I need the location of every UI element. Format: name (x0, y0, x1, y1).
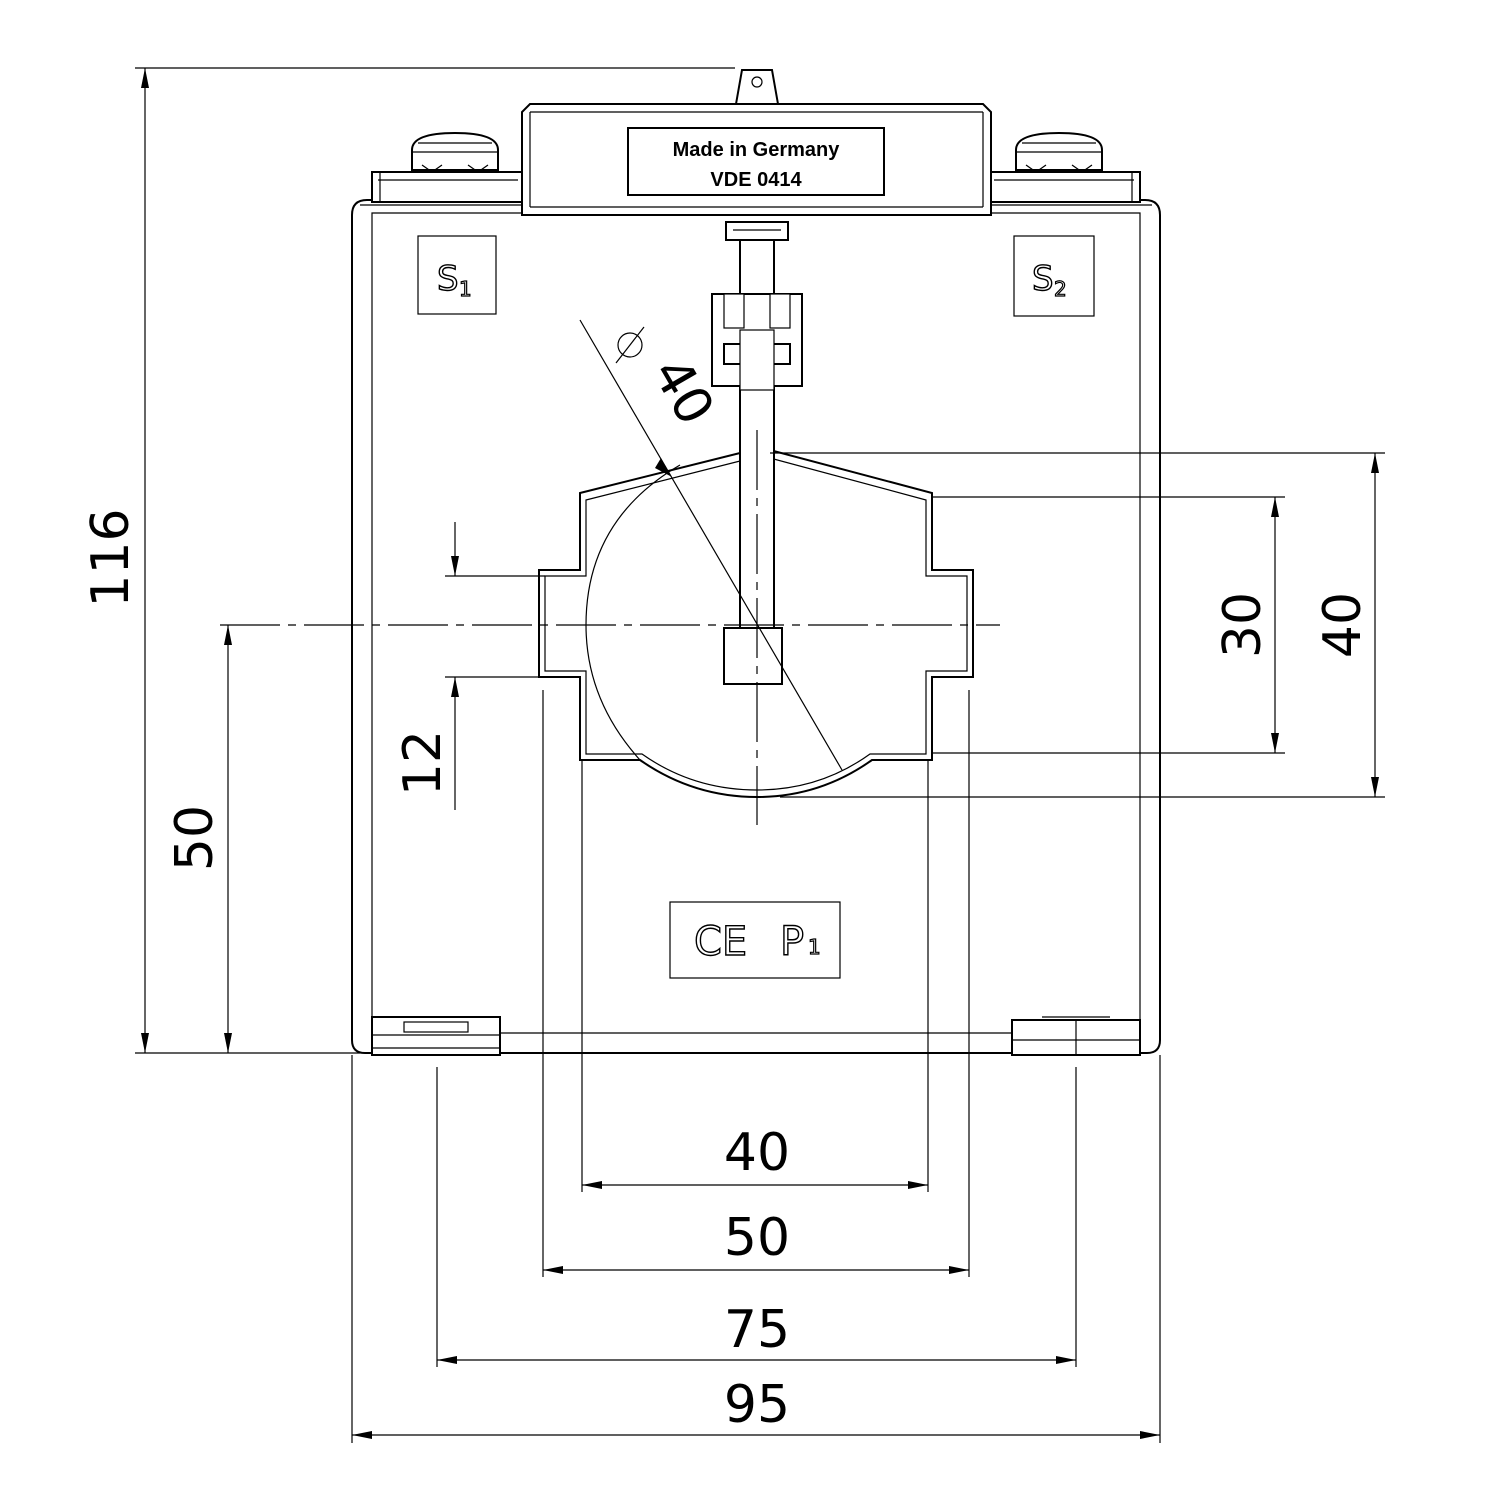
dim-mounting-pitch: 75 (724, 1300, 790, 1360)
clamp-rod (711, 221, 803, 685)
extension-lines (135, 67, 1385, 1443)
bottom-foot-right (1011, 1016, 1141, 1056)
dim-center-height: 50 (165, 805, 225, 871)
dim-window-width-outer: 50 (724, 1208, 790, 1268)
label-line-1: Made in Germany (673, 139, 841, 161)
dim-window-height-outer: 40 (1313, 592, 1373, 658)
terminal-screw-s2 (1015, 131, 1103, 173)
s1-index: 1 (459, 277, 472, 301)
p-mark: P (780, 919, 804, 965)
top-mounting-bar (371, 171, 1141, 203)
diameter-icon (617, 332, 643, 358)
label-plate: Made in Germany VDE 0414 (627, 127, 885, 196)
dimension-values: 116 50 12 30 40 40 50 75 95 (81, 508, 1373, 1435)
window-lower-slot (542, 690, 970, 1050)
dim-overall-width: 95 (724, 1375, 790, 1435)
dimension-lines (141, 68, 1379, 1439)
dim-window-width-inner: 40 (724, 1123, 790, 1183)
ce-mark: CE (694, 919, 747, 965)
p-index: 1 (808, 935, 821, 959)
terminal-screw-s1 (411, 131, 499, 173)
bottom-foot-left (371, 1016, 501, 1056)
ce-p1-mark: CE P 1 (669, 901, 841, 979)
top-tab (734, 69, 780, 105)
s2-letter: S (1032, 259, 1054, 299)
s2-index: 2 (1054, 277, 1067, 301)
dim-overall-height: 116 (81, 508, 141, 607)
dim-slot-height: 12 (393, 730, 453, 796)
terminal-mark-s2: S 2 (1013, 235, 1095, 317)
terminal-mark-s1: S 1 (417, 235, 497, 315)
s1-letter: S (437, 259, 459, 299)
center-lines (220, 430, 1000, 825)
diameter-dimension: 40 (579, 319, 843, 771)
dim-window-height-inner: 30 (1213, 592, 1273, 658)
label-line-2: VDE 0414 (710, 169, 802, 191)
